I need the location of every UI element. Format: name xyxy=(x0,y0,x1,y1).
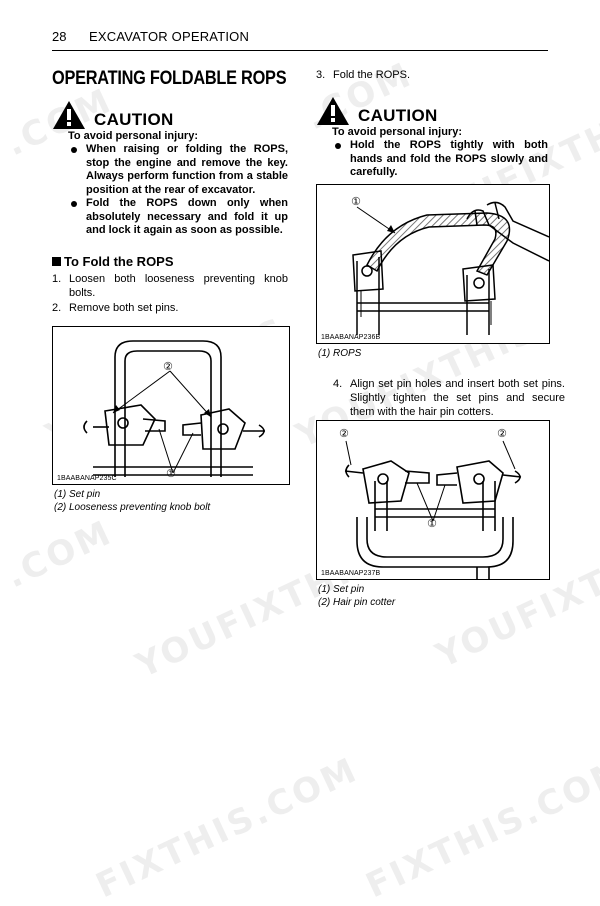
figure-code: 1BAABANAP235C xyxy=(57,475,117,482)
figure-set-pins: ② ① 1BAABANAP235C xyxy=(52,326,290,485)
callout-2: ② xyxy=(163,361,173,373)
caution-intro: To avoid personal injury: xyxy=(332,126,462,138)
figure-caption: (1) Set pin (2) Hair pin cotter xyxy=(318,584,396,608)
figure-caption: (1) Set pin (2) Looseness preventing kno… xyxy=(54,489,211,513)
watermark: FIXTHIS.COM xyxy=(90,749,365,906)
rops-fold-illustration xyxy=(352,201,550,335)
right-column: 3.Fold the ROPS. CAUTION To avoid person… xyxy=(316,64,548,180)
step-3: 3.Fold the ROPS. xyxy=(316,69,411,81)
left-column: OPERATING FOLDABLE ROPS CAUTION To avoid… xyxy=(52,64,288,315)
figure-insert-pins: ② ② ① 1BAABANAP237B xyxy=(316,420,550,580)
figure-rops-fold: ① 1BAABANAP236B xyxy=(316,184,550,344)
callout-1: ① xyxy=(166,468,176,480)
caution-block: CAUTION xyxy=(52,100,288,130)
callout-1: ① xyxy=(427,518,437,530)
step-2: 2.Remove both set pins. xyxy=(52,301,179,314)
warning-icon xyxy=(317,97,349,125)
caution-bullet: Fold the ROPS down only when absolutely … xyxy=(71,197,288,236)
set-pin-insert-illustration xyxy=(344,440,522,579)
callout-2: ② xyxy=(339,428,349,440)
caution-intro: To avoid personal injury: xyxy=(68,130,198,142)
warning-icon xyxy=(53,101,85,129)
figure-code: 1BAABANAP237B xyxy=(321,570,381,577)
page-number: 28 xyxy=(52,29,67,44)
subheading: To Fold the ROPS xyxy=(52,254,288,269)
figure-caption: (1) ROPS xyxy=(318,348,362,359)
page-title: OPERATING FOLDABLE ROPS xyxy=(52,68,287,89)
caution-label: CAUTION xyxy=(94,110,174,129)
rops-set-pin-illustration xyxy=(83,340,265,477)
caution-bullet: When raising or folding the ROPS, stop t… xyxy=(71,143,288,196)
callout-2: ② xyxy=(497,428,507,440)
caution-label: CAUTION xyxy=(358,106,438,125)
step-1: 1.Loosen both looseness preventing knob … xyxy=(52,272,288,299)
watermark: FIXTHIS.COM xyxy=(360,749,600,906)
caution-block: CAUTION xyxy=(316,96,548,126)
caution-bullet: Hold the ROPS tightly with both hands an… xyxy=(335,139,548,178)
callout-1: ① xyxy=(351,196,361,208)
figure-code: 1BAABANAP236B xyxy=(321,334,381,341)
page-header: 28 EXCAVATOR OPERATION xyxy=(52,28,548,51)
step-4: 4.Align set pin holes and insert both se… xyxy=(333,378,565,418)
watermark: .COM xyxy=(0,512,119,597)
section-title: EXCAVATOR OPERATION xyxy=(89,29,250,44)
square-bullet-icon xyxy=(52,256,61,266)
